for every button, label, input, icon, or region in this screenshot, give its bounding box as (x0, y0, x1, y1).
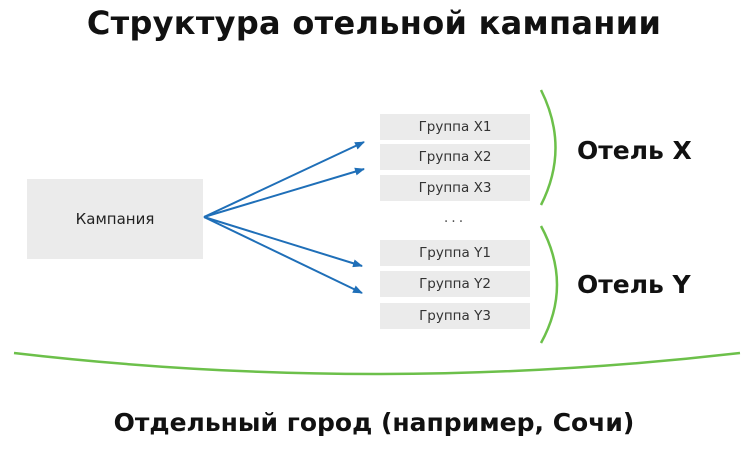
arrow-to-group-y1 (203, 216, 363, 268)
hotel-x-label: Отель X (577, 136, 692, 165)
group-x3: Группа X3 (380, 175, 530, 201)
group-x2: Группа X2 (380, 144, 530, 170)
arrow-to-group-x2 (203, 167, 365, 218)
bracket-city (13, 351, 741, 376)
bracket-hotel-x (539, 89, 557, 206)
campaign-box: Кампания (27, 179, 203, 259)
group-y1: Группа Y1 (380, 240, 530, 266)
city-label: Отдельный город (например, Сочи) (113, 408, 635, 437)
group-y2: Группа Y2 (380, 271, 530, 297)
ellipsis: ... (443, 210, 467, 226)
group-x1: Группа X1 (380, 114, 530, 140)
arrow-to-group-x1 (203, 141, 365, 218)
group-y3: Группа Y3 (380, 303, 530, 329)
diagram-title: Структура отельной кампании (86, 4, 662, 42)
arrow-to-group-y2 (203, 216, 363, 294)
hotel-y-label: Отель Y (577, 270, 691, 299)
bracket-hotel-y (539, 225, 559, 344)
